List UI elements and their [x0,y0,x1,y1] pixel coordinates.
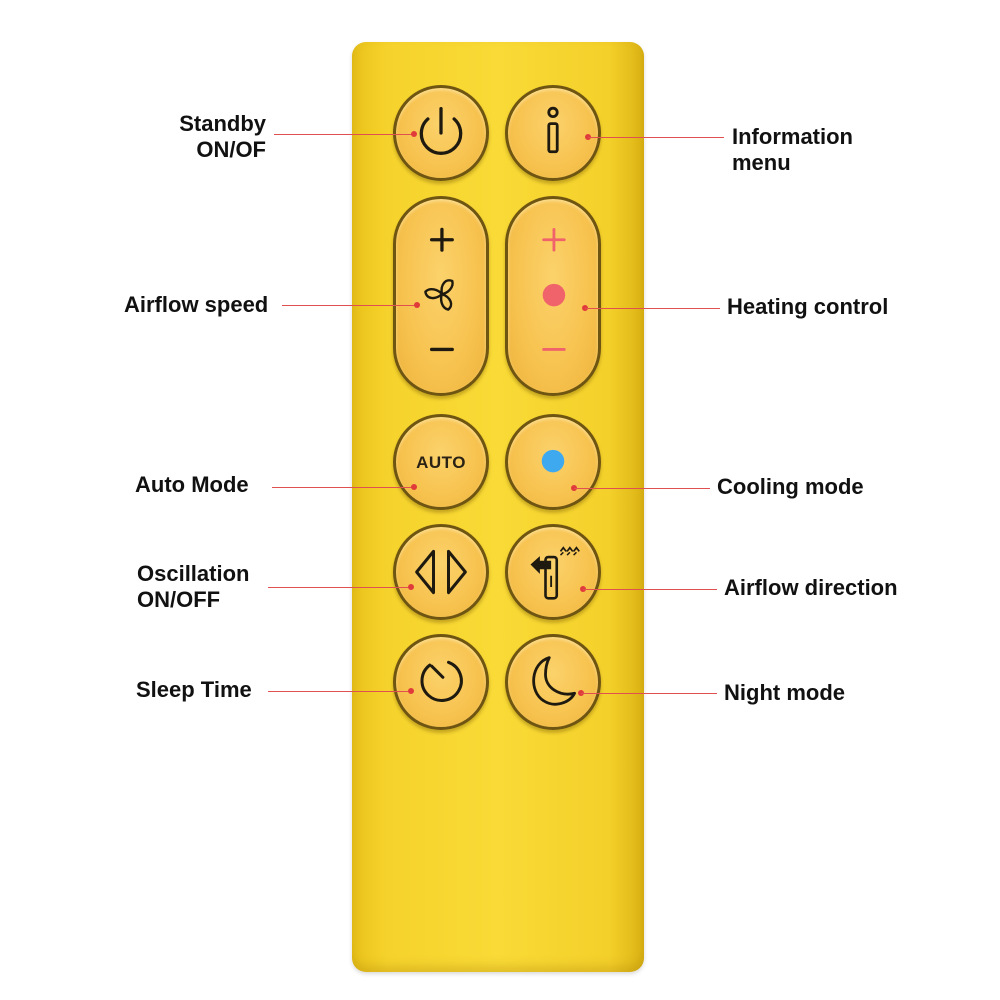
cooling-leader [574,488,710,489]
timer-icon [420,660,463,702]
info-icon [547,106,559,154]
heating-leader [585,308,720,309]
oscillation-label: Oscillation ON/OFF [137,561,249,613]
heating-control-rocker[interactable] [505,196,601,396]
airflow-direction-button[interactable] [505,524,601,620]
standby-button[interactable] [393,85,489,181]
standby-leader [274,134,414,135]
airflow-direction-label: Airflow direction [724,575,898,600]
airflow-speed-rocker[interactable] [393,196,489,396]
standby-label-line1: Standby [179,111,266,136]
airflow-direction-leader [583,589,717,590]
plus-icon [429,227,454,252]
airflow-speed-leader [282,305,417,306]
moon-icon [532,656,576,706]
information-button[interactable] [505,85,601,181]
auto-mode-button[interactable]: AUTO [393,414,489,510]
oscillation-leader [268,587,411,588]
standby-label-line2: ON/OF [196,137,266,162]
sleep-time-leader [268,691,411,692]
airflow-speed-dot [414,302,420,308]
airflow-direction-icon [530,546,580,600]
auto-button-label: AUTO [416,453,466,472]
oscillation-arrows-icon [415,549,467,595]
night-mode-label: Night mode [724,680,845,705]
cooling-mode-label: Cooling mode [717,474,864,499]
fan-icon [424,279,454,311]
cool-dot-icon [541,449,565,473]
auto-mode-label: Auto Mode [135,472,249,497]
auto-mode-leader [272,487,414,488]
information-label: Information menu [732,124,853,176]
auto-mode-dot [411,484,417,490]
power-icon [419,106,463,155]
night-mode-leader [581,693,717,694]
airflow-speed-label: Airflow speed [124,292,269,317]
heat-dot-icon [542,283,566,307]
sleep-time-dot [408,688,414,694]
standby-dot [411,131,417,137]
heat-plus-icon [542,228,566,252]
night-mode-button[interactable] [505,634,601,730]
information-leader [588,137,724,138]
standby-label: Standby ON/OF [150,111,266,163]
oscillation-label-line1: Oscillation [137,561,250,586]
information-label-line1: Information [732,124,853,149]
remote-control-body [352,42,644,972]
oscillation-dot [408,584,414,590]
sleep-time-label: Sleep Time [136,677,252,702]
heating-control-label: Heating control [727,294,889,319]
sleep-timer-button[interactable] [393,634,489,730]
information-label-line2: menu [732,150,791,175]
cooling-mode-button[interactable] [505,414,601,510]
oscillation-button[interactable] [393,524,489,620]
oscillation-label-line2: ON/OFF [137,587,221,612]
